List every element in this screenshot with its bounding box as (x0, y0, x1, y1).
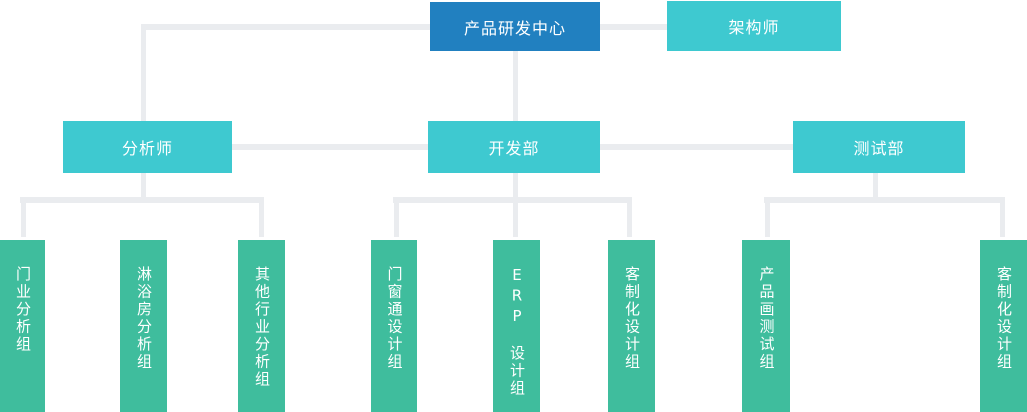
connector-dev-bus (393, 197, 632, 203)
connector-test-team1-drop (765, 197, 770, 237)
org-node-team[interactable]: 客制化设计组 (608, 240, 655, 412)
connector-test-team2-drop (1000, 197, 1005, 237)
org-node-team[interactable]: 门窗通设计组 (371, 240, 417, 412)
org-node-dev-dept[interactable]: 开发部 (428, 121, 600, 173)
connector-dev-team3-drop (627, 197, 632, 237)
org-node-team[interactable]: 产品画测试组 (742, 240, 790, 412)
connector-dev-down-vertical (513, 173, 518, 237)
connector-analyst-bus (20, 197, 264, 203)
connector-analyst-team1-drop (21, 197, 26, 237)
connector-root-to-analyst-vertical (141, 24, 146, 121)
connector-analyst-team3-drop (259, 197, 264, 237)
org-node-root[interactable]: 产品研发中心 (430, 2, 600, 51)
org-node-team[interactable]: 其他行业分析组 (238, 240, 285, 412)
connector-analyst-down-vertical (141, 173, 146, 197)
connector-root-to-advisor-horizontal (600, 24, 667, 30)
connector-test-down-vertical (873, 173, 878, 197)
org-node-team[interactable]: 客制化设计组 (980, 240, 1027, 412)
connector-root-to-dev-vertical (513, 51, 518, 121)
org-node-architect[interactable]: 架构师 (667, 1, 841, 51)
org-node-team[interactable]: 淋浴房分析组 (120, 240, 167, 412)
org-node-team[interactable]: ERP 设计组 (493, 240, 540, 412)
org-node-test-dept[interactable]: 测试部 (793, 121, 965, 173)
connector-root-to-analyst-horizontal (141, 24, 430, 30)
connector-test-bus (764, 197, 1005, 203)
org-node-team[interactable]: 门业分析组 (0, 240, 45, 412)
connector-dev-team1-drop (394, 197, 399, 237)
connector-analyst-dev-horizontal (232, 144, 428, 150)
connector-dev-test-horizontal (600, 144, 793, 150)
org-node-analyst-dept[interactable]: 分析师 (63, 121, 232, 173)
